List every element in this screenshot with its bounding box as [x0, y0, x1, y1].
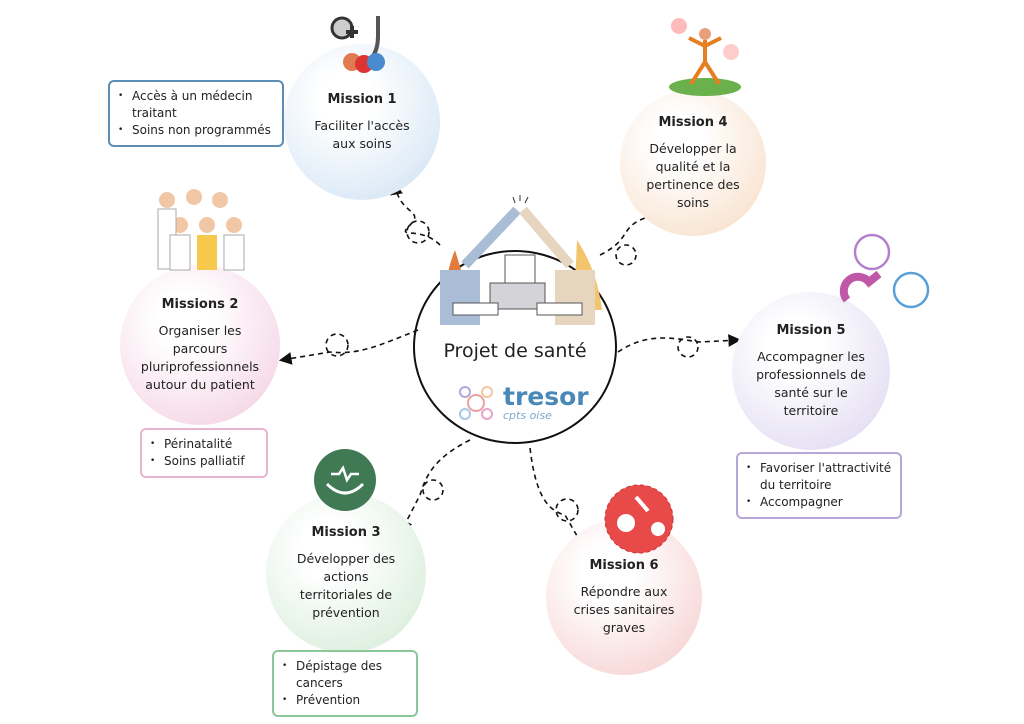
arrow-mission-1: [390, 181, 441, 246]
mission-description: Faciliter l'accès aux soins: [314, 117, 410, 151]
mission-title: Missions 2: [161, 296, 239, 312]
logo-subtitle: cpts oise: [503, 408, 552, 422]
arrow-mission-2: [278, 329, 419, 365]
mission-3-bubble[interactable]: Mission 3 Développer des actions territo…: [266, 493, 426, 653]
tresor-logo-icon: [459, 386, 493, 420]
arrow-mission-6: [529, 447, 590, 558]
list-item: Favoriser l'attractivité du territoire: [746, 460, 892, 494]
list-item: Accès à un médecin traitant: [118, 88, 274, 122]
mission-5-list: Favoriser l'attractivité du territoire A…: [736, 452, 902, 519]
list-item: Accompagner: [746, 494, 892, 511]
mission-3-list: Dépistage des cancers Prévention: [272, 650, 418, 717]
mission-description: Accompagner les professionnels de santé …: [756, 348, 866, 418]
logo-name: tresor: [503, 381, 589, 411]
mission-description: Développer des actions territoriales de …: [296, 550, 396, 620]
arrow-mission-4: [599, 209, 663, 256]
team-high-five-illustration: [440, 195, 602, 325]
mission-4-bubble[interactable]: Mission 4 Développer la qualité et la pe…: [620, 90, 766, 236]
center-title: Projet de santé: [443, 340, 587, 362]
mission-title: Mission 5: [776, 322, 846, 338]
prevention-hands-icon: [314, 449, 376, 511]
mission-description: Répondre aux crises sanitaires graves: [573, 583, 675, 635]
list-item: Périnatalité: [150, 436, 258, 453]
mission-description: Organiser les parcours pluriprofessionne…: [140, 322, 260, 392]
list-item: Dépistage des cancers: [282, 658, 408, 692]
arrow-mission-3: [400, 439, 471, 533]
list-item: Soins palliatif: [150, 453, 258, 470]
center-circle: [413, 250, 617, 444]
mission-2-bubble[interactable]: Missions 2 Organiser les parcours plurip…: [120, 265, 280, 425]
fitness-health-icon: [669, 18, 741, 96]
stethoscope-people-icon: [330, 16, 385, 73]
magnet-attract-icon: [839, 233, 930, 309]
mission-title: Mission 3: [311, 524, 381, 540]
health-professionals-icon: [157, 189, 245, 271]
health-crisis-icon: [604, 484, 674, 554]
list-item: Soins non programmés: [118, 122, 274, 139]
list-item: Prévention: [282, 692, 408, 709]
mission-1-list: Accès à un médecin traitant Soins non pr…: [108, 80, 284, 147]
mission-title: Mission 4: [658, 114, 728, 130]
arrow-mission-5: [617, 334, 742, 353]
mission-2-list: Périnatalité Soins palliatif: [140, 428, 268, 478]
mission-title: Mission 1: [327, 91, 397, 107]
mission-description: Développer la qualité et la pertinence d…: [646, 140, 740, 210]
mission-title: Mission 6: [589, 557, 659, 573]
mission-5-bubble[interactable]: Mission 5 Accompagner les professionnels…: [732, 292, 890, 450]
